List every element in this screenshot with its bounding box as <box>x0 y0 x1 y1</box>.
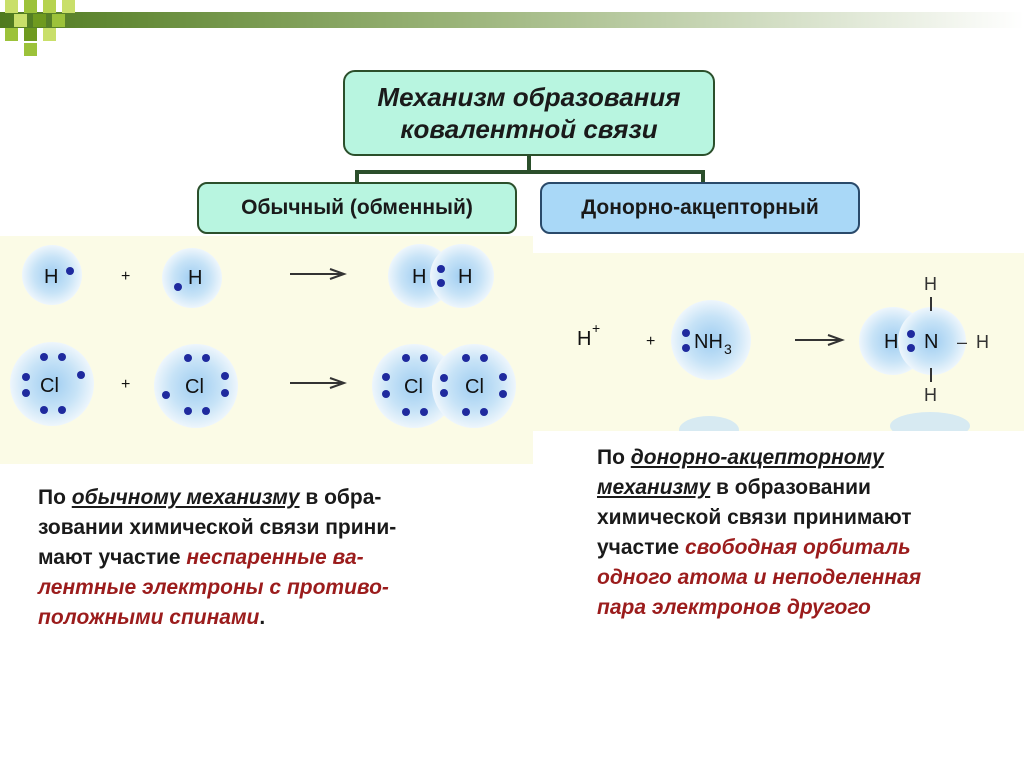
chlorine-row: Cl + Cl Cl Cl <box>10 342 516 428</box>
h-top: H <box>924 274 937 294</box>
orbital <box>162 248 222 308</box>
emphasis-spins: положными спинами <box>38 606 260 629</box>
plus-sign: + <box>121 376 130 393</box>
electron <box>682 344 690 352</box>
product-h-1: H <box>412 266 426 288</box>
orbital <box>432 344 516 428</box>
donor-acceptor-box: Донорно-акцепторный <box>540 182 860 234</box>
term-ordinary-mechanism: обычному механизму <box>71 486 300 509</box>
donor-acceptor-label: Донорно-акцепторный <box>581 196 819 219</box>
product-cl-2: Cl <box>465 376 484 398</box>
title-line-1: Механизм образования <box>377 82 681 112</box>
orbital <box>372 344 456 428</box>
title-line-2: ковалентной связи <box>400 114 658 144</box>
electron <box>907 344 915 352</box>
proton-charge: + <box>592 320 600 336</box>
orbital <box>430 244 494 308</box>
emphasis-unpaired: неспаренные ва- <box>186 546 364 569</box>
electron <box>437 279 445 287</box>
electron <box>437 265 445 273</box>
h-bottom: H <box>924 385 937 405</box>
term-donor-acceptor: донорно-акцепторному <box>630 446 884 469</box>
bond-dash: – <box>957 332 967 352</box>
product-h-2: H <box>458 266 472 288</box>
emphasis-one-atom: одного атома и неподеленная <box>597 566 922 589</box>
ammonia-symbol: NH <box>694 331 723 353</box>
donor-mechanism-description: По донорно-акцепторному механизму в обра… <box>597 443 1007 623</box>
ammonia-subscript: 3 <box>724 341 732 357</box>
electron <box>682 329 690 337</box>
h-right: H <box>976 332 989 352</box>
atom-cl-1: Cl <box>40 375 59 397</box>
exchange-mechanism-description: По обычному механизму в обра- зовании хи… <box>38 483 483 633</box>
emphasis-electrons: лентные электроны с противо- <box>38 576 389 599</box>
proton-symbol: H <box>577 328 591 350</box>
electron <box>66 267 74 275</box>
product-cl-1: Cl <box>404 376 423 398</box>
term-mechanism: механизму <box>597 476 711 499</box>
header-decoration <box>0 0 1024 56</box>
orbital <box>671 300 751 380</box>
electron <box>907 330 915 338</box>
atom-cl-2: Cl <box>185 376 204 398</box>
plus-sign: + <box>121 268 130 285</box>
orbital <box>22 245 82 305</box>
product-n: N <box>924 331 938 353</box>
ordinary-mechanism-box: Обычный (обменный) <box>197 182 517 234</box>
emphasis-free-orbital: свободная орбиталь <box>684 536 911 559</box>
ordinary-mechanism-label: Обычный (обменный) <box>241 196 473 219</box>
ammonium-row: H + + NH 3 H N H – H H <box>577 274 989 444</box>
orbital <box>154 344 238 428</box>
mechanism-title: Механизм образования ковалентной связи <box>343 70 715 156</box>
orbital <box>898 307 966 375</box>
plus-sign: + <box>646 333 655 350</box>
electron <box>174 283 182 291</box>
emphasis-electron-pair: пара электронов другого <box>597 596 871 619</box>
atom-h-1: H <box>44 266 58 288</box>
atom-h-2: H <box>188 267 202 289</box>
hydrogen-row: H + H H H <box>22 244 494 308</box>
product-h: H <box>884 331 898 353</box>
orbital <box>10 342 94 426</box>
